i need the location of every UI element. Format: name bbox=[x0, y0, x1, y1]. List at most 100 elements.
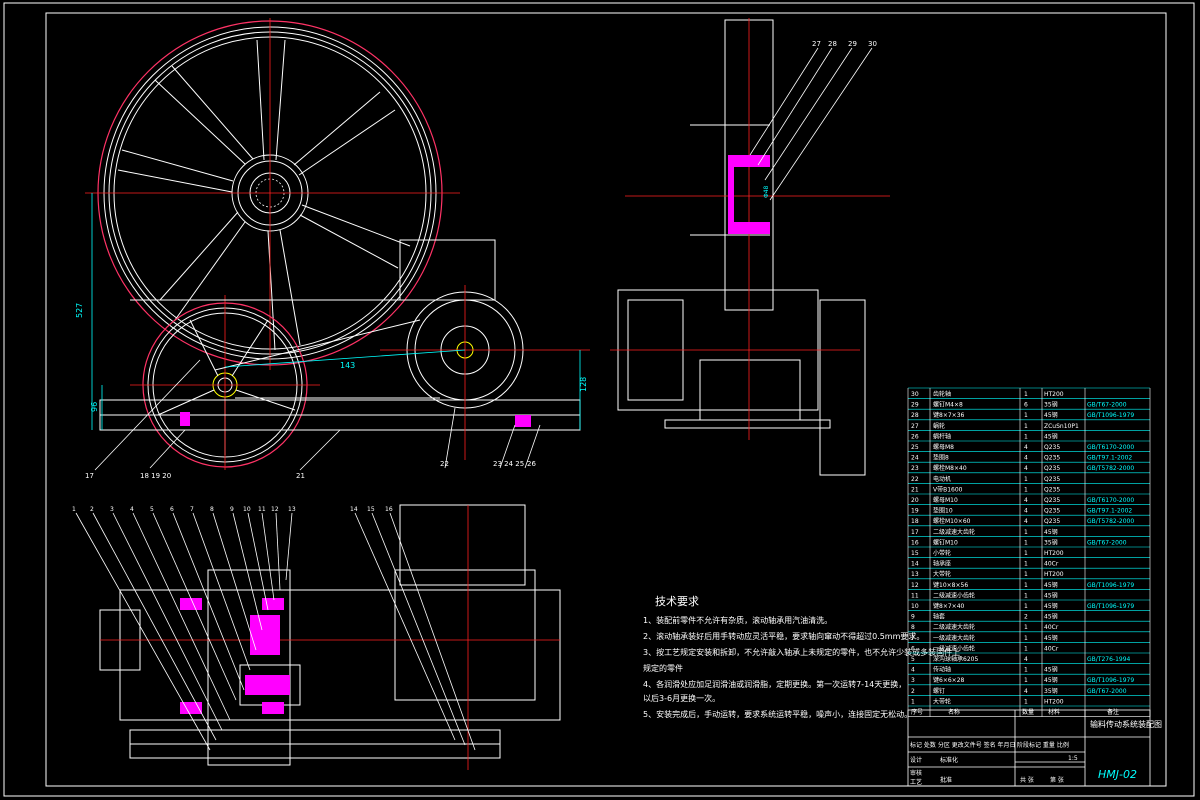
bom-cell-no: 1 bbox=[911, 698, 915, 705]
bom-cell-name: 小带轮 bbox=[933, 549, 951, 557]
bom-cell-name: 键8×7×36 bbox=[933, 411, 965, 419]
bom-cell-no: 30 bbox=[911, 391, 919, 398]
title-sheet-no: 第 张 bbox=[1050, 776, 1064, 784]
bom-cell-no: 10 bbox=[911, 603, 919, 610]
title-craft: 工艺 bbox=[910, 778, 922, 786]
bolt-highlights bbox=[180, 412, 531, 427]
bom-cell-no: 28 bbox=[911, 412, 919, 419]
bom-cell-name: 螺母M10 bbox=[933, 496, 958, 504]
bom-cell-qty: 1 bbox=[1024, 476, 1028, 483]
leader-5: 5 bbox=[150, 506, 154, 513]
leader-14: 14 bbox=[350, 506, 358, 513]
bom-cell-name: 电动机 bbox=[933, 475, 951, 483]
bom-cell-name: 螺母M8 bbox=[933, 443, 954, 451]
bom-cell-no: 26 bbox=[911, 433, 919, 440]
bom-cell-name: 二级减速小齿轮 bbox=[933, 591, 975, 599]
bottom-highlights bbox=[180, 598, 290, 714]
title-design: 设计 bbox=[910, 756, 922, 764]
bom-cell-standard: GB/T6170-2000 bbox=[1087, 444, 1134, 451]
dim-center: 143 bbox=[340, 361, 355, 370]
bom-cell-material: 40Cr bbox=[1044, 645, 1059, 652]
inner-frame bbox=[45, 12, 1167, 787]
bom-cell-no: 9 bbox=[911, 614, 915, 621]
bom-cell-standard: GB/T1096-1979 bbox=[1087, 603, 1134, 610]
bom-cell-qty: 4 bbox=[1024, 518, 1028, 525]
bom-cell-name: 齿轮轴 bbox=[933, 390, 951, 398]
title-audit: 审核 bbox=[910, 769, 922, 777]
worm-gear-section bbox=[728, 155, 770, 234]
bom-cell-qty: 1 bbox=[1024, 592, 1028, 599]
bom-cell-qty: 4 bbox=[1024, 455, 1028, 462]
leader-9: 9 bbox=[230, 506, 234, 513]
outer-frame bbox=[3, 2, 1195, 797]
bom-cell-qty: 1 bbox=[1024, 603, 1028, 610]
bom-cell-material: 45钢 bbox=[1044, 411, 1058, 419]
bom-cell-name: V带B1600 bbox=[933, 485, 963, 493]
bom-cell-standard: GB/T276-1994 bbox=[1087, 656, 1131, 663]
tech-line-4: 规定的零件 bbox=[643, 663, 683, 673]
tech-line-5: 4、各润滑处应加足润滑油或润滑脂，定期更换。第一次运转7-14天更换， bbox=[643, 679, 906, 689]
leader-18-20: 18 19 20 bbox=[140, 472, 171, 480]
leader-12: 12 bbox=[271, 506, 279, 513]
bom-cell-standard: GB/T67-2000 bbox=[1087, 539, 1127, 546]
leader-2: 2 bbox=[90, 506, 94, 513]
bom-cell-standard: GB/T67-2000 bbox=[1087, 688, 1127, 695]
bom-cell-no: 20 bbox=[911, 497, 919, 504]
bom-cell-name: 螺栓M10×60 bbox=[933, 517, 971, 525]
bom-cell-qty: 4 bbox=[1024, 444, 1028, 451]
bom-cell-no: 8 bbox=[911, 624, 915, 631]
bom-cell-material: ZCuSn10P1 bbox=[1044, 423, 1079, 430]
drawing-title: 输料传动系统装配图 bbox=[1090, 719, 1162, 729]
title-approve: 批准 bbox=[940, 776, 952, 784]
bom-cell-no: 19 bbox=[911, 508, 919, 515]
bom-cell-name: 垫圈10 bbox=[933, 507, 953, 515]
drawing-number: HMJ-02 bbox=[1098, 768, 1137, 781]
leader-7: 7 bbox=[190, 506, 194, 513]
bom-cell-name: 蜗杆轴 bbox=[933, 432, 951, 440]
bom-cell-material: HT200 bbox=[1044, 698, 1064, 705]
leader-11: 11 bbox=[258, 506, 266, 513]
bom-cell-no: 16 bbox=[911, 539, 919, 546]
bom-cell-no: 27 bbox=[911, 423, 919, 430]
bom-cell-qty: 1 bbox=[1024, 423, 1028, 430]
title-mid-header: 阶段标记 重量 比例 bbox=[1017, 741, 1069, 749]
bom-cell-no: 13 bbox=[911, 571, 919, 578]
tech-line-6: 以后3-6月更换一次。 bbox=[643, 693, 720, 703]
bom-cell-no: 12 bbox=[911, 582, 919, 589]
bom-cell-name: 大带轮 bbox=[933, 697, 951, 705]
bom-cell-material: Q235 bbox=[1044, 465, 1060, 472]
bom-cell-standard: GB/T97.1-2002 bbox=[1087, 455, 1132, 462]
bom-cell-qty: 2 bbox=[1024, 614, 1028, 621]
bom-cell-qty: 1 bbox=[1024, 391, 1028, 398]
bom-cell-material: Q235 bbox=[1044, 455, 1060, 462]
bom-cell-no: 3 bbox=[911, 677, 915, 684]
bom-cell-material: 45钢 bbox=[1044, 634, 1058, 642]
bom-cell-qty: 6 bbox=[1024, 402, 1028, 409]
bom-cell-material: Q235 bbox=[1044, 444, 1060, 451]
leader-13: 13 bbox=[288, 506, 296, 513]
bom-cell-qty: 4 bbox=[1024, 688, 1028, 695]
bom-cell-name: 键10×8×56 bbox=[933, 581, 968, 589]
title-left-header: 标记 处数 分区 更改文件号 签名 年月日 bbox=[910, 741, 1016, 749]
bom-cell-no: 18 bbox=[911, 518, 919, 525]
leader-22: 22 bbox=[440, 460, 449, 468]
leader-1: 1 bbox=[72, 506, 76, 513]
bom-cell-material: Q235 bbox=[1044, 508, 1060, 515]
bom-cell-name: 键6×6×28 bbox=[933, 676, 965, 684]
bom-cell-qty: 4 bbox=[1024, 508, 1028, 515]
bom-cell-material: Q235 bbox=[1044, 518, 1060, 525]
bom-cell-material: Q235 bbox=[1044, 476, 1060, 483]
bom-cell-material: 45钢 bbox=[1044, 432, 1058, 440]
dim-height: 527 bbox=[75, 303, 84, 318]
bom-cell-qty: 1 bbox=[1024, 550, 1028, 557]
small-pulley bbox=[130, 295, 320, 470]
bom-cell-material: Q235 bbox=[1044, 497, 1060, 504]
tech-line-3: 3、按工艺规定安装和拆卸，不允许敲入轴承上未规定的零件，也不允许少装或多装固件上 bbox=[643, 647, 960, 657]
bom-cell-material: 40Cr bbox=[1044, 624, 1059, 631]
bom-cell-qty: 1 bbox=[1024, 433, 1028, 440]
bom-cell-qty: 1 bbox=[1024, 571, 1028, 578]
leader-6: 6 bbox=[170, 506, 174, 513]
bom-cell-name: 键8×7×40 bbox=[933, 602, 965, 610]
bom-cell-qty: 1 bbox=[1024, 677, 1028, 684]
dim-worm: Φ48 bbox=[763, 185, 770, 198]
